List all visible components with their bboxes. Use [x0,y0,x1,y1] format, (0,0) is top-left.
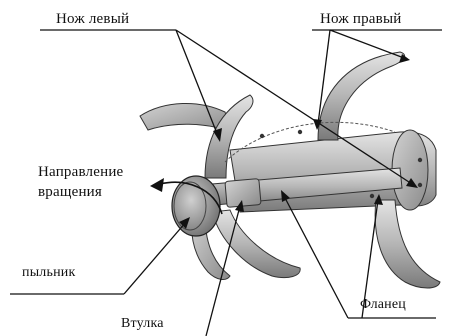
rotation-direction-label-line2: вращения [38,183,102,201]
bolt [370,194,374,198]
flange-label: Фланец [360,296,406,314]
bolt [418,183,422,187]
right-knife-upper-blade [318,52,405,140]
rotation-direction-label-line1: Направление [38,163,123,181]
sleeve-label: Втулка [121,315,164,333]
bolt [298,130,302,134]
dust-cover-leader [124,222,186,294]
left-knife-lower-blade [212,210,300,278]
bolt [418,158,422,162]
dust-cover-hub [172,176,220,236]
dust-cover-label: пыльник [22,264,75,282]
rotation-direction-arrowhead [150,178,164,192]
sleeve-part [225,179,261,208]
right-knife-label: Нож правый [320,10,401,28]
left-knife-label: Нож левый [56,10,129,28]
flange-leader-1 [284,196,348,318]
right-knife-lower-blade [375,200,440,288]
bolt [260,134,264,138]
right-knife-leader-2 [330,30,404,58]
